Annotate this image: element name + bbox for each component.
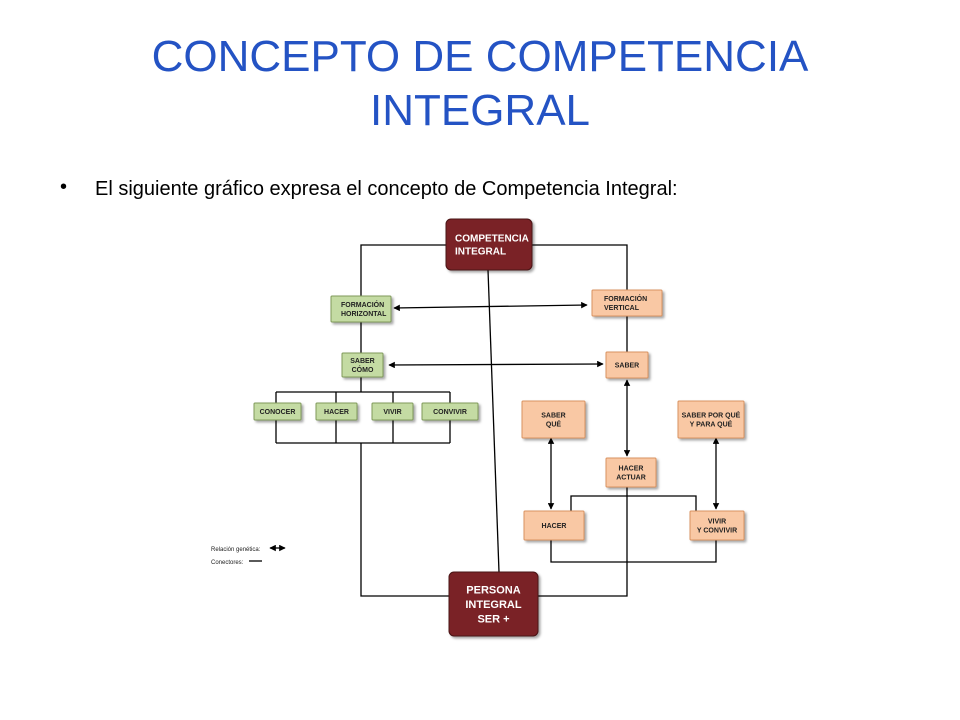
box-label: HACER [542,523,567,530]
box-label: SABER POR QUÉ [682,410,741,419]
connector-line-19 [570,495,697,511]
box-label: INTEGRAL [465,599,522,611]
box-shape [605,351,649,379]
connector-line-18 [538,487,628,597]
box-shape [315,402,358,421]
box-label: CONOCER [260,409,296,416]
box-saber: SABER [605,351,649,379]
box-shape [371,402,414,421]
box-label: COMPETENCIA [455,234,529,245]
box-convivir: CONVIVIR [421,402,479,421]
box-label: VIVIR [383,409,401,416]
box-conocer: CONOCER [253,402,302,421]
box-label: SABER [350,358,375,365]
bullet-text: El siguiente gráfico expresa el concepto… [95,178,678,200]
box-label: ACTUAR [616,475,646,482]
title-line-1: CONCEPTO DE COMPETENCIA [151,32,809,81]
box-shape [677,400,745,439]
box-shape [341,352,384,378]
box-label: INTEGRAL [455,247,506,258]
connector-line-20 [550,540,717,563]
box-shape [445,218,533,271]
box-label: HACER [619,465,644,472]
box-label: VERTICAL [604,305,640,312]
page-title: CONCEPTO DE COMPETENCIA INTEGRAL [60,30,900,138]
diagram-boxes: COMPETENCIA INTEGRAL PERSONA INTEGRAL SER + F… [253,218,745,637]
box-hacer-actuar: HACER ACTUAR [605,457,657,488]
title-line-2: INTEGRAL [369,86,591,135]
connector-line-17 [487,269,500,573]
relation-arrows [388,301,720,510]
bullet-dot-icon: • [60,176,68,198]
connector-line-1 [360,244,446,296]
diagram-legend: Relación genética: Conectores: [211,544,286,566]
box-label: Y CONVIVIR [697,528,737,535]
relation-arrow-1 [393,301,588,312]
connector-lines [275,244,717,597]
box-shape [521,400,586,439]
box-vivir: VIVIR [371,402,414,421]
box-label: SABER [541,412,566,419]
box-shape [689,510,745,541]
box-label: VIVIR [708,518,726,525]
box-label: SABER [615,363,640,370]
box-shape [421,402,479,421]
box-shape [448,571,539,637]
connector-line-2 [532,244,628,290]
box-competencia: COMPETENCIA INTEGRAL [445,218,533,271]
box-shape [253,402,302,421]
box-label: CÓMO [352,365,374,374]
box-label: FORMACIÓN [604,294,647,303]
box-persona: PERSONA INTEGRAL SER + [448,571,539,637]
box-hacer-r: HACER [523,510,585,541]
legend-relation-label: Relación genética: [211,547,261,553]
box-label: HACER [324,409,349,416]
connector-line-16 [360,443,449,597]
box-shape [591,289,663,317]
box-label: PERSONA [466,585,520,597]
box-shape [523,510,585,541]
relation-arrow-2 [388,360,604,369]
box-shape [605,457,657,488]
box-label: CONVIVIR [433,409,467,416]
box-vivir-convivir: VIVIR Y CONVIVIR [689,510,745,541]
box-hacer-l: HACER [315,402,358,421]
box-label: SER + [477,613,509,625]
box-form-h: FORMACIÓN HORIZONTAL [330,295,392,323]
box-shape [330,295,392,323]
box-label: FORMACIÓN [341,300,384,309]
box-form-v: FORMACIÓN VERTICAL [591,289,663,317]
box-label: QUÉ [546,420,562,429]
box-label: HORIZONTAL [341,311,387,318]
box-label: Y PARA QUÉ [690,420,733,429]
legend-connectors-label: Conectores: [211,560,244,566]
